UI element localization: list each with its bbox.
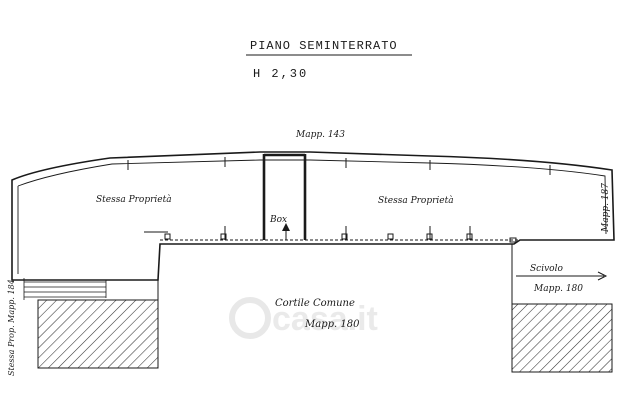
watermark: casa.it [229, 297, 378, 339]
courtyard-label: Cortile Comune [275, 298, 355, 309]
pillars [164, 233, 517, 243]
plan-title: PIANO SEMINTERRATO [250, 39, 398, 53]
right-room-label: Stessa Proprietà [378, 195, 454, 206]
outer-wall [11, 151, 615, 281]
courtyard-mapp-label: Mapp. 180 [304, 319, 360, 330]
ramp-arrow-icon [597, 271, 608, 281]
ramp-mapp-label: Mapp. 180 [533, 284, 583, 294]
watermark-text: casa.it [272, 300, 378, 338]
hatched-block-left [37, 299, 159, 369]
height-label: H 2,30 [253, 67, 308, 81]
box-label: Box [269, 215, 287, 225]
box-arrow-icon [282, 223, 290, 231]
right-side-label: Mapp. 187 [601, 183, 611, 233]
stairs [23, 278, 107, 300]
hatched-block-right [511, 303, 613, 373]
wall-ticks [127, 157, 551, 240]
left-room-label: Stessa Proprietà [96, 194, 172, 205]
left-side-label: Stessa Prop. Mapp. 184 [7, 279, 16, 376]
ramp-label: Scivolo [530, 264, 563, 274]
mapp-top-label: Mapp. 143 [295, 130, 345, 140]
